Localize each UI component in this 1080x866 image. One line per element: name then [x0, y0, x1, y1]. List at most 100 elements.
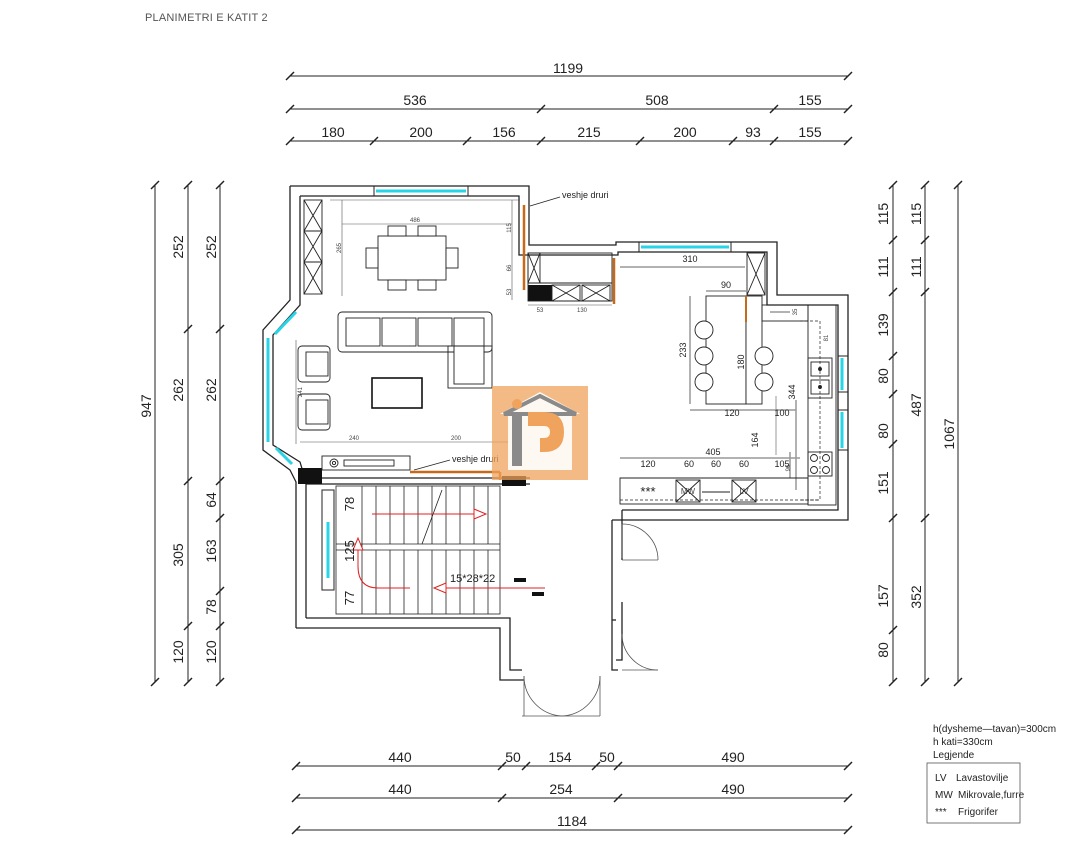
note-ceiling-height: h(dysheme—tavan)=300cm — [933, 724, 1056, 735]
dim-bottom-254: 254 — [549, 781, 573, 797]
legend-value-fridge: Frigorifer — [958, 807, 999, 818]
dim-right-80a: 80 — [875, 368, 891, 384]
dim-130: 130 — [577, 308, 588, 314]
legend-key-fridge: *** — [935, 807, 947, 818]
page-title: PLANIMETRI E KATIT 2 — [145, 12, 268, 24]
wall-column-left — [298, 468, 322, 484]
doors — [522, 523, 659, 717]
legend-value-lv: Lavastovilje — [956, 773, 1009, 784]
dim-top-155b: 155 — [798, 124, 822, 140]
storage-cabinets — [527, 252, 613, 302]
lv-label: LV — [739, 487, 749, 496]
dim-241: 241 — [298, 386, 304, 397]
dim-164: 164 — [750, 432, 760, 447]
dining-dim-lines — [330, 199, 520, 300]
stair-dim-78: 78 — [342, 497, 357, 511]
dim-k105: 105 — [774, 459, 789, 469]
dim-right-151: 151 — [875, 471, 891, 495]
dim-bottom-440a: 440 — [388, 749, 412, 765]
dim-bottom-overall: 1184 — [557, 813, 587, 829]
dim-right-111a: 111 — [875, 256, 891, 277]
fridge-label: *** — [640, 484, 655, 499]
legend-value-mw: Mikrovale,furre — [958, 790, 1025, 801]
legend-box — [926, 762, 1021, 824]
dim-k60a: 60 — [684, 459, 694, 469]
wall-column-mid — [502, 476, 526, 486]
dim-top-200b: 200 — [673, 124, 697, 140]
dim-left-120a: 120 — [170, 640, 186, 664]
mw-label: MW — [681, 487, 696, 496]
stair-handle-marks — [514, 578, 544, 596]
dim-left-305: 305 — [170, 543, 186, 567]
stair-dim-77: 77 — [342, 591, 357, 605]
dim-k60c: 60 — [739, 459, 749, 469]
dim-top-200a: 200 — [409, 124, 433, 140]
dim-bottom-490a: 490 — [721, 749, 745, 765]
coffee-table — [371, 377, 423, 409]
dim-top-overall: 1199 — [553, 60, 583, 76]
house-logo-icon — [492, 386, 588, 480]
legend-key-mw: MW — [935, 790, 953, 801]
dim-bottom-50a: 50 — [505, 749, 521, 765]
dim-200-inner: 200 — [451, 436, 462, 442]
dim-120-island: 120 — [724, 408, 739, 418]
dim-115-inner: 115 — [507, 223, 513, 233]
dim-left-252a: 252 — [170, 235, 186, 259]
dim-top-536: 536 — [403, 92, 427, 108]
dim-35: 35 — [793, 308, 799, 315]
dim-left-262b: 262 — [203, 378, 219, 402]
dim-right-115b: 115 — [908, 203, 924, 226]
dim-top-156: 156 — [492, 124, 516, 140]
tv-unit — [321, 455, 411, 471]
dim-right-overall: 1067 — [941, 418, 957, 449]
kitchen-dim-lines — [620, 290, 800, 490]
dining-table — [365, 225, 459, 291]
note-legend-title: Legjende — [933, 750, 975, 761]
dim-bottom-440b: 440 — [388, 781, 412, 797]
living-dim-lines — [295, 340, 520, 444]
dim-81: 81 — [824, 334, 830, 341]
dim-left-163: 163 — [203, 539, 219, 563]
dim-bottom-154: 154 — [548, 749, 572, 765]
dim-bottom-490b: 490 — [721, 781, 745, 797]
dim-left-252b: 252 — [203, 235, 219, 259]
dim-right-115a: 115 — [875, 203, 891, 226]
dim-486: 486 — [410, 218, 421, 224]
dim-90: 90 — [721, 280, 731, 290]
dim-180: 180 — [736, 354, 746, 369]
kitchen-dashed-lines — [620, 320, 821, 501]
kitchen-island — [694, 295, 774, 405]
bottom-dimensions — [291, 761, 853, 835]
dim-310: 310 — [682, 254, 697, 264]
top-dimensions — [285, 71, 853, 146]
kitchen-counter-bottom — [619, 477, 809, 505]
dim-233: 233 — [678, 342, 688, 357]
windows — [266, 189, 844, 578]
stair-arrows — [352, 508, 545, 594]
dim-right-352: 352 — [908, 585, 924, 609]
dim-100: 100 — [774, 408, 789, 418]
wall-column-top — [528, 285, 552, 301]
window-frames — [321, 185, 849, 591]
wardrobe-left — [303, 199, 323, 295]
dim-top-508: 508 — [645, 92, 669, 108]
dim-left-120b: 120 — [203, 640, 219, 664]
label-veshje-druri-top: veshje druri — [562, 190, 609, 200]
dim-66: 66 — [507, 264, 513, 271]
right-dimensions — [888, 180, 963, 687]
dim-right-111b: 111 — [908, 256, 924, 277]
dim-53h: 53 — [537, 308, 544, 314]
dim-k60b: 60 — [711, 459, 721, 469]
dim-right-80c: 80 — [875, 642, 891, 658]
dim-top-180: 180 — [321, 124, 345, 140]
stair-dim-125: 125 — [342, 540, 357, 562]
sofa — [337, 311, 493, 389]
armchairs — [297, 345, 331, 431]
label-veshje-druri-bottom: veshje druri — [452, 454, 499, 464]
dim-240: 240 — [349, 436, 360, 442]
dim-right-487: 487 — [908, 393, 924, 417]
dim-96: 96 — [786, 464, 792, 471]
dim-344: 344 — [787, 384, 797, 399]
left-dimensions — [150, 180, 225, 687]
